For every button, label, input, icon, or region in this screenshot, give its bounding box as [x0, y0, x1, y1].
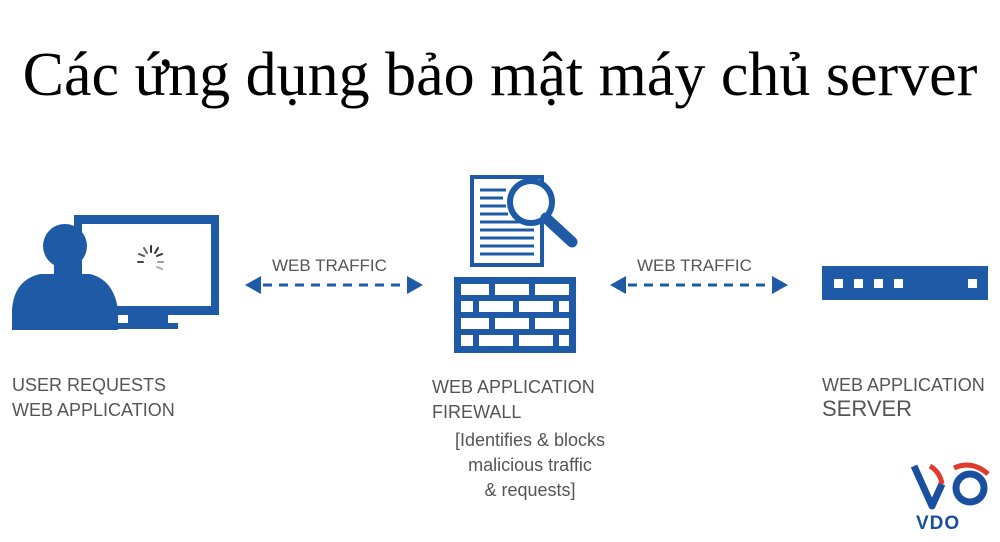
user-caption-line2: WEB APPLICATION — [12, 400, 175, 420]
firewall-note-line1: [Identifies & blocks — [454, 430, 606, 450]
traffic-arrow-left — [245, 276, 423, 294]
user-computer-icon — [12, 215, 219, 330]
firewall-note-line2: malicious traffic — [468, 455, 592, 475]
page-title: Các ứng dụng bảo mật máy chủ server — [22, 41, 978, 109]
user-caption-line1: USER REQUESTS — [12, 375, 167, 395]
server-caption-line1: WEB APPLICATION — [822, 375, 985, 395]
web-traffic-label-right: WEB TRAFFIC — [637, 256, 752, 275]
server-icon — [822, 266, 988, 300]
firewall-note-line3: & requests] — [484, 480, 576, 500]
server-caption-line2: SERVER — [822, 396, 913, 421]
web-traffic-label-left: WEB TRAFFIC — [272, 256, 387, 275]
firewall-note: [Identifies & blocks malicious traffic &… — [430, 428, 630, 503]
firewall-caption-line1: WEB APPLICATION — [432, 377, 595, 397]
traffic-arrow-right — [610, 276, 788, 294]
vdo-logo-icon — [910, 462, 990, 510]
firewall-caption-line2: FIREWALL — [432, 402, 522, 422]
vdo-logo-text: VDO — [916, 513, 961, 534]
firewall-icon — [454, 175, 578, 353]
